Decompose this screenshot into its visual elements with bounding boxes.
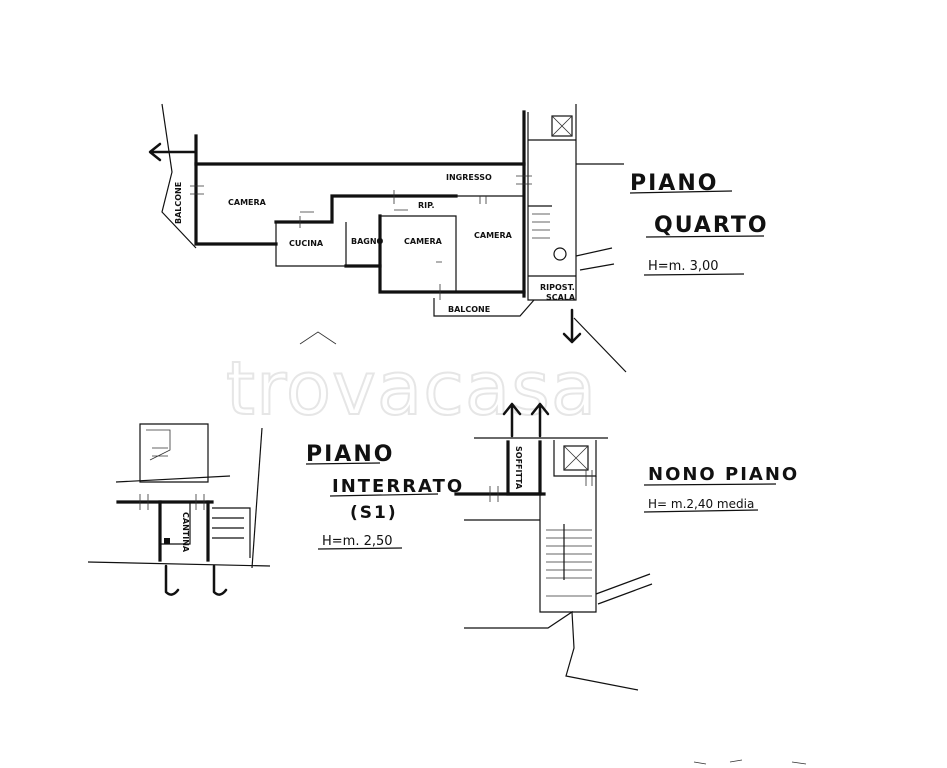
pillar-interrato (164, 538, 170, 544)
label-cantina: CANTINA (181, 512, 190, 553)
outline-nono-bottom (464, 610, 639, 691)
wall-west (194, 134, 278, 246)
label-camera-left: CAMERA (228, 198, 267, 207)
stair-steps-quarto (532, 213, 550, 239)
label-ripost-2: SCALA (546, 293, 576, 302)
underline-title-quarto-2 (645, 235, 765, 238)
exterior-lines-nono (595, 573, 653, 605)
camera-mid-outline (380, 215, 457, 292)
underline-height-quarto (643, 273, 745, 276)
code-piano-interrato: (S1) (350, 503, 398, 523)
underline-title-nono (643, 483, 777, 486)
door-marks (190, 175, 532, 300)
balcone-bottom-outline (433, 298, 535, 317)
exterior-diagonal (573, 317, 627, 373)
underline-title-quarto-1 (629, 190, 733, 194)
stair-detail-interrato (146, 429, 171, 461)
stair-landings (528, 139, 576, 277)
stair-steps-interrato (212, 507, 251, 558)
arrow-south-icon (562, 308, 582, 344)
height-nono-piano: H= m.2,40 media (648, 497, 754, 511)
label-camera-mid: CAMERA (404, 237, 443, 246)
underline-height-interrato (317, 547, 403, 550)
line-interrato-mid (115, 475, 231, 483)
lift-shaft-nono (563, 445, 589, 471)
label-soffitta: SOFFITTA (514, 446, 523, 490)
stair-steps-nono (546, 529, 592, 597)
title-piano-interrato-2: INTERRATO (332, 476, 464, 497)
label-camera-right: CAMERA (474, 231, 513, 240)
height-piano-interrato: H=m. 2,50 (322, 534, 393, 549)
arrow-up-icon-1 (502, 402, 522, 438)
stair-newel (553, 247, 567, 261)
plan-piano-interrato: CANTINA PIANO INTERRATO (S1) H=m. 2,50 (87, 423, 464, 596)
label-balcone-bottom: BALCONE (448, 305, 490, 314)
label-cucina: CUCINA (289, 239, 324, 248)
line-interrato-bottom (87, 561, 271, 567)
walls-soffitta (506, 440, 542, 496)
kitchen-outline (275, 222, 347, 267)
title-piano-quarto-2: QUARTO (654, 213, 769, 238)
walls-cantina (158, 500, 210, 562)
arrow-down-icon-1 (164, 564, 180, 596)
watermark-roof-icon (299, 331, 337, 345)
stair-core-nono (539, 476, 597, 613)
door-marks-interrato (139, 494, 205, 510)
exterior-lines-east (575, 163, 624, 271)
lift-cross-nono (563, 445, 589, 471)
balcone-left-edge (161, 103, 197, 249)
underline-title-interrato-2 (329, 493, 439, 497)
height-piano-quarto: H=m. 3,00 (648, 259, 719, 274)
plan-piano-quarto: BALCONE CAMERA CUCINA BAGNO RIP. CAMERA … (148, 103, 769, 373)
stair-box-interrato (139, 423, 209, 483)
label-bagno: BAGNO (351, 237, 384, 246)
arrow-down-icon-2 (212, 564, 228, 596)
exterior-edge-interrato (251, 427, 263, 569)
label-ripost-1: RIPOST. (540, 283, 575, 292)
plan-nono-piano: SOFFITTA NONO PIANO H= m.2,40 media (454, 402, 799, 691)
lift-core-nono (553, 440, 597, 477)
label-ingresso: INGRESSO (446, 173, 492, 182)
label-rip: RIP. (418, 201, 435, 210)
lift-cross-quarto (551, 115, 573, 137)
label-balcone-left: BALCONE (174, 182, 183, 224)
watermark: trovacasa (226, 346, 597, 432)
title-nono-piano: NONO PIANO (648, 464, 799, 485)
door-marks-nono (489, 470, 593, 502)
arrow-up-icon-2 (530, 402, 550, 438)
lift-shaft-quarto (551, 115, 573, 137)
wall-camera-mid (378, 214, 526, 294)
scan-marks (693, 759, 807, 765)
arrow-west-icon (148, 142, 198, 162)
underline-height-nono (643, 509, 759, 513)
underline-title-interrato-1 (305, 462, 381, 465)
